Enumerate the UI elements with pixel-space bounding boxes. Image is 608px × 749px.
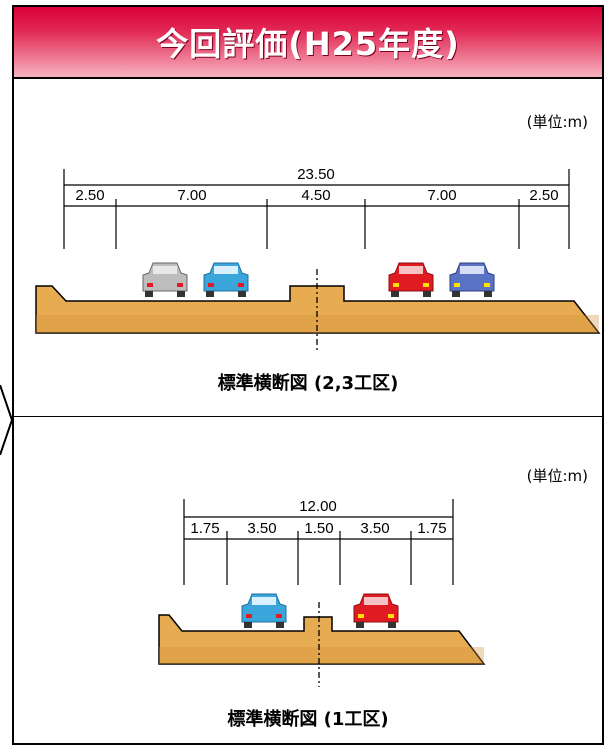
caption-bottom: 標準横断図 (1工区) xyxy=(227,709,389,730)
cross-section-diagram-bottom: 12.00 1.75 3.50 1.50 3.50 1.75 xyxy=(158,498,486,687)
dim-segment-top: 7.00 xyxy=(177,187,206,204)
dim-segment-bottom: 1.75 xyxy=(417,520,446,537)
panel-divider xyxy=(14,416,602,417)
car-cyan xyxy=(203,262,249,297)
cross-section-bottom: (単位:m) 12.00 1.75 3.50 1.50 3.50 1.75 xyxy=(14,417,602,745)
car-gray xyxy=(142,262,188,297)
dim-segment-top: 4.50 xyxy=(301,187,330,204)
cross-section-top: (単位:m) 23.50 2.50 7.00 4.50 7.00 2.50 xyxy=(14,79,602,416)
car-cyan xyxy=(241,593,287,628)
dim-segment-top: 7.00 xyxy=(427,187,456,204)
road-embankment-bottom xyxy=(158,614,486,665)
dim-total-top: 23.50 xyxy=(297,166,335,183)
dimension-lines-top xyxy=(63,169,570,249)
car-red xyxy=(353,593,399,628)
ground-shadow-top xyxy=(36,315,599,333)
dim-segment-top: 2.50 xyxy=(529,187,558,204)
unit-label-bottom: (単位:m) xyxy=(526,467,588,485)
dim-segment-bottom: 1.50 xyxy=(304,520,333,537)
ground-shadow-bottom xyxy=(159,647,484,664)
header-title: 今回評価(H25年度) xyxy=(156,25,460,63)
car-red xyxy=(388,262,434,297)
dim-segment-top: 2.50 xyxy=(75,187,104,204)
caption-top: 標準横断図 (2,3工区) xyxy=(217,373,399,394)
dim-segment-bottom: 3.50 xyxy=(247,520,276,537)
road-embankment-top xyxy=(35,285,601,334)
dim-segment-bottom: 1.75 xyxy=(190,520,219,537)
dim-segment-bottom: 3.50 xyxy=(360,520,389,537)
cross-section-diagram-top: 23.50 2.50 7.00 4.50 7.00 2.50 xyxy=(35,166,601,351)
dimension-lines-bottom xyxy=(183,499,454,585)
header-banner: 今回評価(H25年度) xyxy=(14,7,602,79)
evaluation-panel: 今回評価(H25年度) (単位:m) 23.50 2.50 7.00 4.50 … xyxy=(12,5,604,745)
dim-total-bottom: 12.00 xyxy=(299,498,337,515)
car-blue xyxy=(449,262,495,297)
unit-label-top: (単位:m) xyxy=(526,113,588,131)
